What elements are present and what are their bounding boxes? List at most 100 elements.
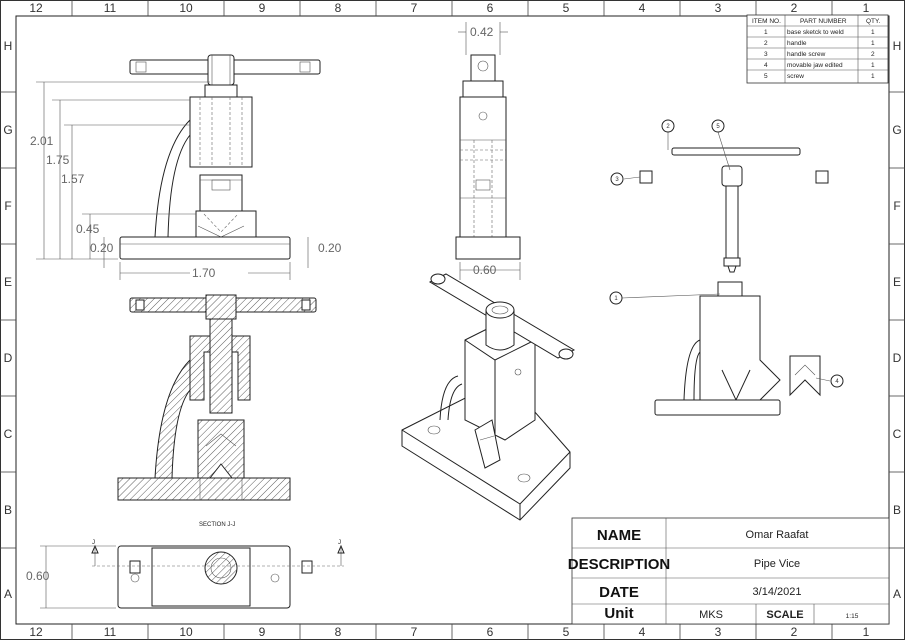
bom-row-4-item: 4 <box>764 62 768 69</box>
zone-col-5-bottom: 5 <box>563 625 570 639</box>
zone-col-5: 5 <box>563 1 570 15</box>
bom-header-part: PART NUMBER <box>800 18 847 25</box>
bom-header-item: ITEM NO. <box>752 18 781 25</box>
zone-col-12-bottom: 12 <box>29 625 43 639</box>
zone-labels-right: H G F E D C B A <box>892 39 901 601</box>
zone-row-f: F <box>4 199 11 213</box>
zone-col-4: 4 <box>639 1 646 15</box>
title-block: NAME Omar Raafat DESCRIPTION Pipe Vice D… <box>568 517 890 625</box>
zone-labels-left: H G F E D C B A <box>3 39 12 601</box>
zone-col-2-bottom: 2 <box>791 625 798 639</box>
zone-col-3: 3 <box>715 1 722 15</box>
dim-1-70: 1.70 <box>192 266 216 280</box>
zone-col-11-bottom: 11 <box>104 625 117 639</box>
section-view: SECTION J-J <box>117 294 317 528</box>
zone-col-10: 10 <box>179 1 193 15</box>
balloon-1-label: 1 <box>614 296 618 302</box>
zone-col-6-bottom: 6 <box>487 625 494 639</box>
zone-row-g: G <box>3 123 12 137</box>
zone-col-11: 11 <box>104 1 117 15</box>
front-view-dimensions: 2.01 1.75 1.57 0.45 0.20 0.20 1.70 <box>30 81 342 280</box>
balloon-3-label: 3 <box>615 177 619 183</box>
bom-row-5-item: 5 <box>764 73 768 80</box>
title-unit-value: MKS <box>699 609 723 621</box>
section-label: SECTION J-J <box>199 522 235 528</box>
zone-row-h-right: H <box>893 39 902 53</box>
balloon-1 <box>609 291 623 305</box>
section-mark-right: J <box>338 540 341 546</box>
zone-col-3-bottom: 3 <box>715 625 722 639</box>
title-date-value: 3/14/2021 <box>753 586 802 598</box>
bom-row-1-item: 1 <box>764 29 768 36</box>
dim-0-20-right: 0.20 <box>318 241 342 255</box>
balloon-2-label: 2 <box>666 124 670 130</box>
title-scale-value: 1:15 <box>846 613 859 620</box>
exploded-view: 2 5 3 1 4 <box>609 119 844 416</box>
balloon-3 <box>610 172 624 186</box>
title-name-label: NAME <box>597 527 641 544</box>
zone-row-a-right: A <box>893 587 901 601</box>
zone-row-d-right: D <box>893 351 902 365</box>
zone-row-g-right: G <box>892 123 901 137</box>
bom-row-1-part: base sketck to weld <box>787 29 844 36</box>
bom-header-qty: QTY. <box>866 18 881 25</box>
balloon-2 <box>661 119 675 133</box>
dim-1-75: 1.75 <box>46 153 70 167</box>
title-unit-label: Unit <box>604 605 633 622</box>
zone-col-4-bottom: 4 <box>639 625 646 639</box>
dim-0-42: 0.42 <box>470 25 494 39</box>
zone-col-2: 2 <box>791 1 798 15</box>
bom-row-2-item: 2 <box>764 40 768 47</box>
zone-col-8: 8 <box>335 1 342 15</box>
bom-row-5-part: screw <box>787 73 804 80</box>
bom-row-5-qty: 1 <box>871 73 875 80</box>
zone-col-12: 12 <box>29 1 43 15</box>
dim-0-20-left: 0.20 <box>90 241 114 255</box>
balloon-5 <box>711 119 725 133</box>
zone-row-c: C <box>4 427 13 441</box>
zone-col-1: 1 <box>863 1 870 15</box>
bom-row-1-qty: 1 <box>871 29 875 36</box>
zone-col-9-bottom: 9 <box>259 625 266 639</box>
zone-row-e: E <box>4 275 12 289</box>
title-scale-label: SCALE <box>766 609 803 621</box>
zone-row-h: H <box>4 39 13 53</box>
balloon-4-label: 4 <box>835 379 839 385</box>
zone-labels-top: 12 11 10 9 8 7 6 5 4 3 2 1 <box>29 1 869 15</box>
bom-row-3-qty: 2 <box>871 51 875 58</box>
dim-0-60-top: 0.60 <box>26 569 50 583</box>
title-name-value: Omar Raafat <box>746 529 809 541</box>
dim-1-57: 1.57 <box>61 172 85 186</box>
zone-col-7: 7 <box>411 1 418 15</box>
side-view: 0.42 0.60 <box>455 22 521 280</box>
zone-col-1-bottom: 1 <box>863 625 870 639</box>
bom-row-2-part: handle <box>787 40 807 47</box>
zone-row-a: A <box>4 587 12 601</box>
title-date-label: DATE <box>599 584 639 601</box>
zone-col-9: 9 <box>259 1 266 15</box>
zone-col-6: 6 <box>487 1 494 15</box>
front-view <box>119 54 321 260</box>
top-view: J J 0.60 <box>26 540 345 609</box>
zone-col-10-bottom: 10 <box>179 625 193 639</box>
dim-2-01: 2.01 <box>30 134 54 148</box>
zone-row-b-right: B <box>893 503 901 517</box>
isometric-view <box>401 273 576 521</box>
zone-row-b: B <box>4 503 12 517</box>
zone-row-f-right: F <box>893 199 900 213</box>
dim-0-60-side: 0.60 <box>473 263 497 277</box>
zone-row-c-right: C <box>893 427 902 441</box>
balloon-5-label: 5 <box>716 124 720 130</box>
dim-0-45: 0.45 <box>76 222 100 236</box>
bom-row-4-part: movable jaw edited <box>787 62 843 69</box>
zone-row-d: D <box>4 351 13 365</box>
bom-table: ITEM NO. PART NUMBER QTY. 1 base sketck … <box>746 14 889 84</box>
balloon-4 <box>830 374 844 388</box>
zone-labels-bottom: 12 11 10 9 8 7 6 5 4 3 2 1 <box>29 625 869 639</box>
zone-col-7-bottom: 7 <box>411 625 418 639</box>
bom-row-2-qty: 1 <box>871 40 875 47</box>
title-description-value: Pipe Vice <box>754 558 800 570</box>
title-description-label: DESCRIPTION <box>568 556 671 573</box>
